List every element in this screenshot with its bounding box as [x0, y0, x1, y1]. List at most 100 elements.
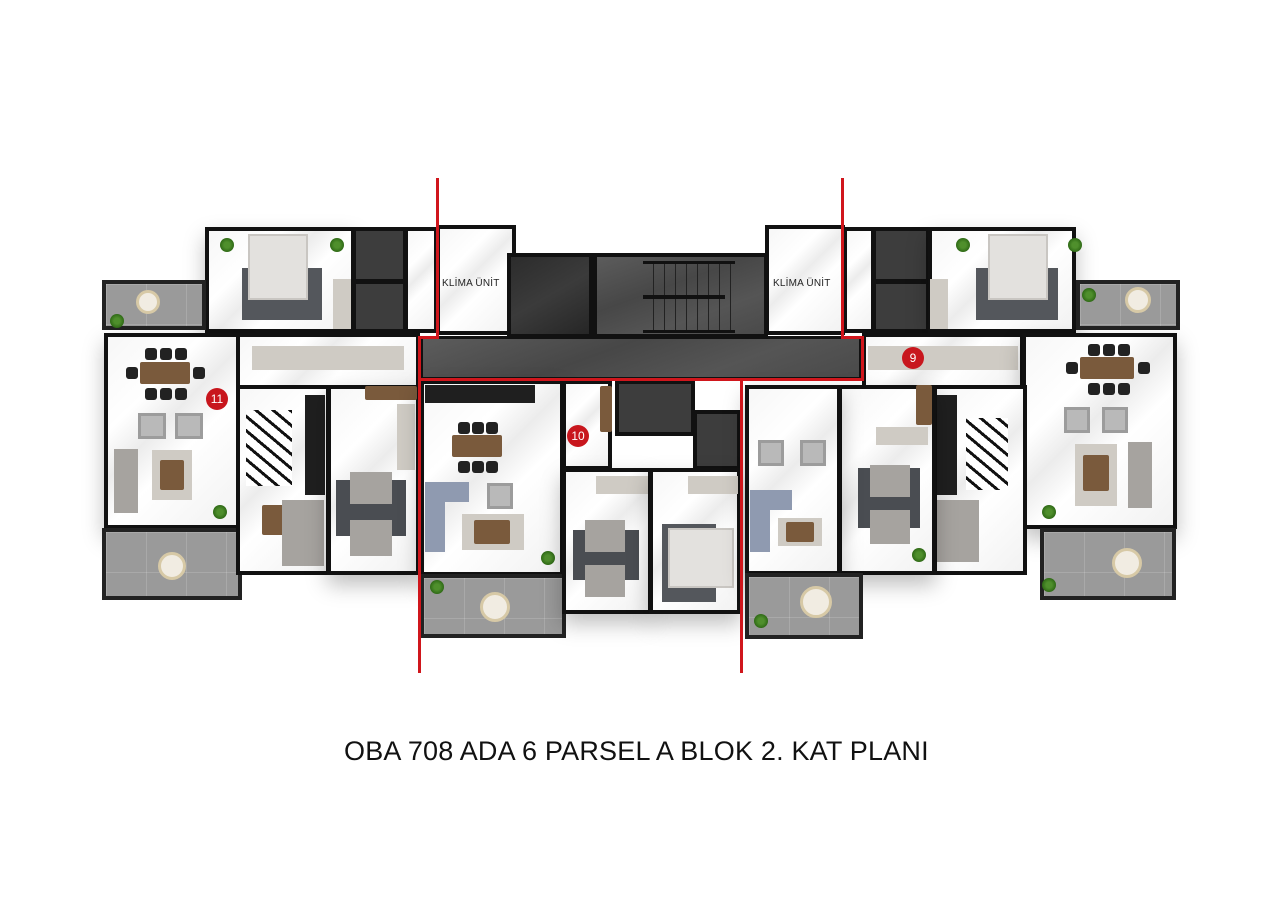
dining-table	[452, 435, 502, 457]
hall-runner	[868, 346, 1018, 370]
chair	[193, 367, 205, 379]
chair	[1103, 344, 1115, 356]
plant-icon	[1068, 238, 1082, 252]
sofa	[282, 500, 324, 566]
bed	[668, 528, 734, 588]
single-bed	[350, 472, 392, 504]
chair	[160, 348, 172, 360]
round-table	[158, 552, 186, 580]
round-table	[480, 592, 510, 622]
chair	[458, 422, 470, 434]
armchair	[758, 440, 784, 466]
chair	[1118, 344, 1130, 356]
wardrobe	[688, 476, 738, 494]
round-table	[1125, 287, 1151, 313]
shoe-cabinet	[600, 386, 612, 432]
chair	[486, 461, 498, 473]
armchair	[1064, 407, 1090, 433]
wardrobe	[596, 476, 648, 494]
plant-icon	[956, 238, 970, 252]
coffee-table	[786, 522, 814, 542]
plant-icon	[1042, 578, 1056, 592]
unit-boundary-line	[418, 336, 421, 673]
unit-boundary-line	[436, 178, 439, 338]
single-bed	[585, 565, 625, 597]
plant-icon	[1082, 288, 1096, 302]
desk	[365, 386, 417, 400]
unit-boundary-line	[418, 378, 864, 381]
unit-boundary-line	[861, 336, 864, 381]
unit-11-bathroom	[352, 227, 407, 283]
round-table	[136, 290, 160, 314]
unit-boundary-line	[418, 336, 439, 339]
sofa	[937, 500, 979, 562]
unit-boundary-line	[841, 336, 864, 339]
bed	[248, 234, 308, 300]
plant-icon	[110, 314, 124, 328]
plant-icon	[213, 505, 227, 519]
wardrobe	[397, 404, 415, 470]
single-bed	[870, 510, 910, 544]
chair	[458, 461, 470, 473]
unit-11-shaft	[404, 227, 438, 333]
hall-runner	[252, 346, 404, 370]
armchair	[1102, 407, 1128, 433]
chair	[1088, 344, 1100, 356]
armchair	[487, 483, 513, 509]
unit-boundary-line	[740, 378, 743, 673]
rug-zebra	[966, 418, 1008, 490]
round-table	[800, 586, 832, 618]
unit-10-wc	[693, 410, 741, 470]
chair	[1066, 362, 1078, 374]
coffee-table	[160, 460, 184, 490]
coffee-table	[1083, 455, 1109, 491]
single-bed	[585, 520, 625, 552]
dining-table	[140, 362, 190, 384]
kitchen-counter	[425, 385, 535, 403]
unit-9-shaft	[843, 227, 875, 333]
chair	[175, 388, 187, 400]
klima-unit-right-label: KLİMA ÜNİT	[773, 278, 831, 289]
chair	[145, 388, 157, 400]
chair	[175, 348, 187, 360]
plant-icon	[430, 580, 444, 594]
armchair	[138, 413, 166, 439]
kitchen-counter	[305, 395, 325, 495]
unit-boundary-line	[841, 178, 844, 338]
sofa	[425, 482, 469, 502]
single-bed	[350, 520, 392, 556]
wardrobe	[876, 427, 928, 445]
chair	[1118, 383, 1130, 395]
chair	[145, 348, 157, 360]
wardrobe	[333, 279, 351, 329]
common-corridor	[420, 336, 862, 380]
unit-10-bathroom	[615, 380, 695, 436]
klima-unit-left-label: KLİMA ÜNİT	[442, 278, 500, 289]
chair	[126, 367, 138, 379]
round-table	[1112, 548, 1142, 578]
sofa	[750, 490, 792, 510]
chair	[472, 422, 484, 434]
chair	[1138, 362, 1150, 374]
stair-landing	[643, 295, 725, 299]
dining-table	[1080, 357, 1134, 379]
plant-icon	[330, 238, 344, 252]
sofa	[114, 449, 138, 513]
elevator	[507, 253, 593, 338]
chair	[1088, 383, 1100, 395]
unit-number-badge: 10	[567, 425, 589, 447]
coffee-table	[474, 520, 510, 544]
rug-zebra	[246, 410, 292, 486]
plant-icon	[912, 548, 926, 562]
bed	[988, 234, 1048, 300]
unit-11-wc	[352, 280, 407, 333]
chair	[472, 461, 484, 473]
chair	[486, 422, 498, 434]
unit-number-badge: 9	[902, 347, 924, 369]
unit-number-badge: 11	[206, 388, 228, 410]
armchair	[800, 440, 826, 466]
chair	[160, 388, 172, 400]
plant-icon	[541, 551, 555, 565]
unit-9-balcony-bottom	[1040, 528, 1176, 600]
unit-9-wc	[872, 280, 930, 333]
